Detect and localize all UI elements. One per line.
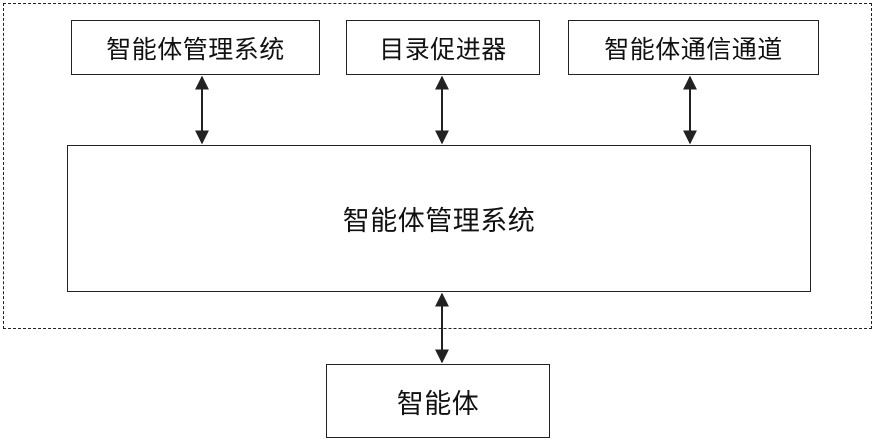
agent-management-system-main-box: 智能体管理系统: [67, 145, 811, 292]
directory-facilitator-label: 目录促进器: [379, 34, 507, 64]
directory-facilitator-box: 目录促进器: [346, 20, 540, 75]
agent-management-system-top-label: 智能体管理系统: [106, 34, 285, 64]
agent-management-system-top-box: 智能体管理系统: [71, 20, 320, 75]
agent-communication-channel-box: 智能体通信通道: [568, 20, 819, 75]
agent-management-system-main-label: 智能体管理系统: [342, 206, 536, 237]
agent-label: 智能体: [396, 388, 480, 420]
agent-communication-channel-label: 智能体通信通道: [604, 34, 783, 64]
agent-box: 智能体: [326, 364, 550, 438]
